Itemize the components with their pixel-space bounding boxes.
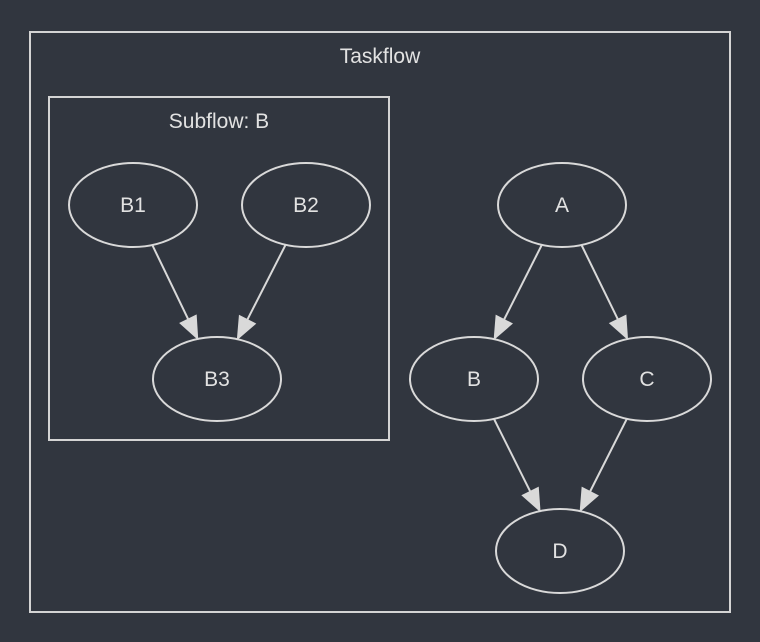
edge-b-to-d-line [493,418,532,492]
node-b3[interactable]: B3 [152,336,282,422]
node-b3-ellipse [152,336,282,422]
taskflow-cluster: Taskflow [29,31,731,613]
subflow-b-cluster: Subflow: B [48,96,390,441]
edge-b-to-d-arrowhead [521,486,541,513]
taskflow-cluster-title: Taskflow [340,45,421,68]
node-b[interactable]: B [409,336,539,422]
node-d-label: D [552,540,567,563]
edge-b1-to-b3-arrowhead [179,314,199,341]
edge-c-to-d-line [589,418,628,492]
edge-c-to-d-arrowhead [579,486,599,513]
edge-b-to-d [493,418,541,513]
node-b-label: B [467,368,481,391]
node-b1[interactable]: B1 [68,162,198,248]
edge-b2-to-b3-line [246,244,287,321]
edge-a-to-c [580,244,629,341]
node-a-ellipse [497,162,627,248]
node-b1-ellipse [68,162,198,248]
edge-a-to-c-line [580,244,619,320]
edge-a-to-b-arrowhead [493,314,513,341]
node-c-ellipse [582,336,712,422]
edge-b1-to-b3-line [151,244,190,320]
edge-a-to-b [493,244,543,341]
edges-layer [151,244,629,513]
node-d-ellipse [495,508,625,594]
node-a-label: A [555,194,569,217]
subflow-b-cluster-title: Subflow: B [169,110,269,133]
node-b2-ellipse [241,162,371,248]
node-b2[interactable]: B2 [241,162,371,248]
node-b2-label: B2 [293,194,319,217]
edge-a-to-b-line [503,244,543,320]
edge-c-to-d [579,418,628,513]
node-b3-label: B3 [204,368,230,391]
node-c-label: C [639,368,654,391]
node-c[interactable]: C [582,336,712,422]
node-a[interactable]: A [497,162,627,248]
node-b1-label: B1 [120,194,146,217]
edge-b2-to-b3 [236,244,287,341]
edge-b2-to-b3-arrowhead [236,314,257,341]
node-b-ellipse [409,336,539,422]
node-d[interactable]: D [495,508,625,594]
edge-b1-to-b3 [151,244,199,341]
edge-a-to-c-arrowhead [608,314,629,341]
subflow-b-cluster-frame [48,96,390,441]
taskflow-cluster-frame [29,31,731,613]
